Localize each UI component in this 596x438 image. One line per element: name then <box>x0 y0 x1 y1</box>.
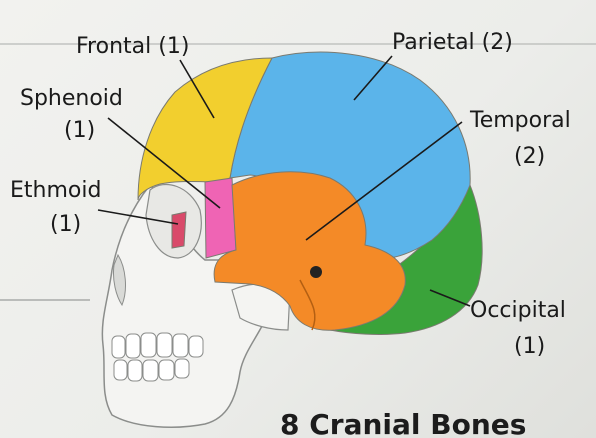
parietal-count: (2) <box>482 30 513 55</box>
diagram-title: 8 Cranial Bones <box>280 408 526 438</box>
occipital-label-name: Occipital <box>470 300 566 322</box>
parietal-label: Parietal (2) <box>392 32 513 54</box>
frontal-count: (1) <box>158 34 189 59</box>
sphenoid-bone <box>205 178 236 258</box>
ear-canal <box>310 266 322 278</box>
parietal-name: Parietal <box>392 30 475 55</box>
sphenoid-label-count: (1) <box>64 120 95 142</box>
ethmoid-label-name: Ethmoid <box>10 180 101 202</box>
ethmoid-label-count: (1) <box>50 214 81 236</box>
sphenoid-label-name: Sphenoid <box>20 88 123 110</box>
ethmoid-bone <box>172 212 186 248</box>
temporal-label-name: Temporal <box>470 110 571 132</box>
temporal-label-count: (2) <box>514 146 545 168</box>
occipital-label-count: (1) <box>514 336 545 358</box>
frontal-name: Frontal <box>76 34 151 59</box>
frontal-label: Frontal (1) <box>76 36 189 58</box>
